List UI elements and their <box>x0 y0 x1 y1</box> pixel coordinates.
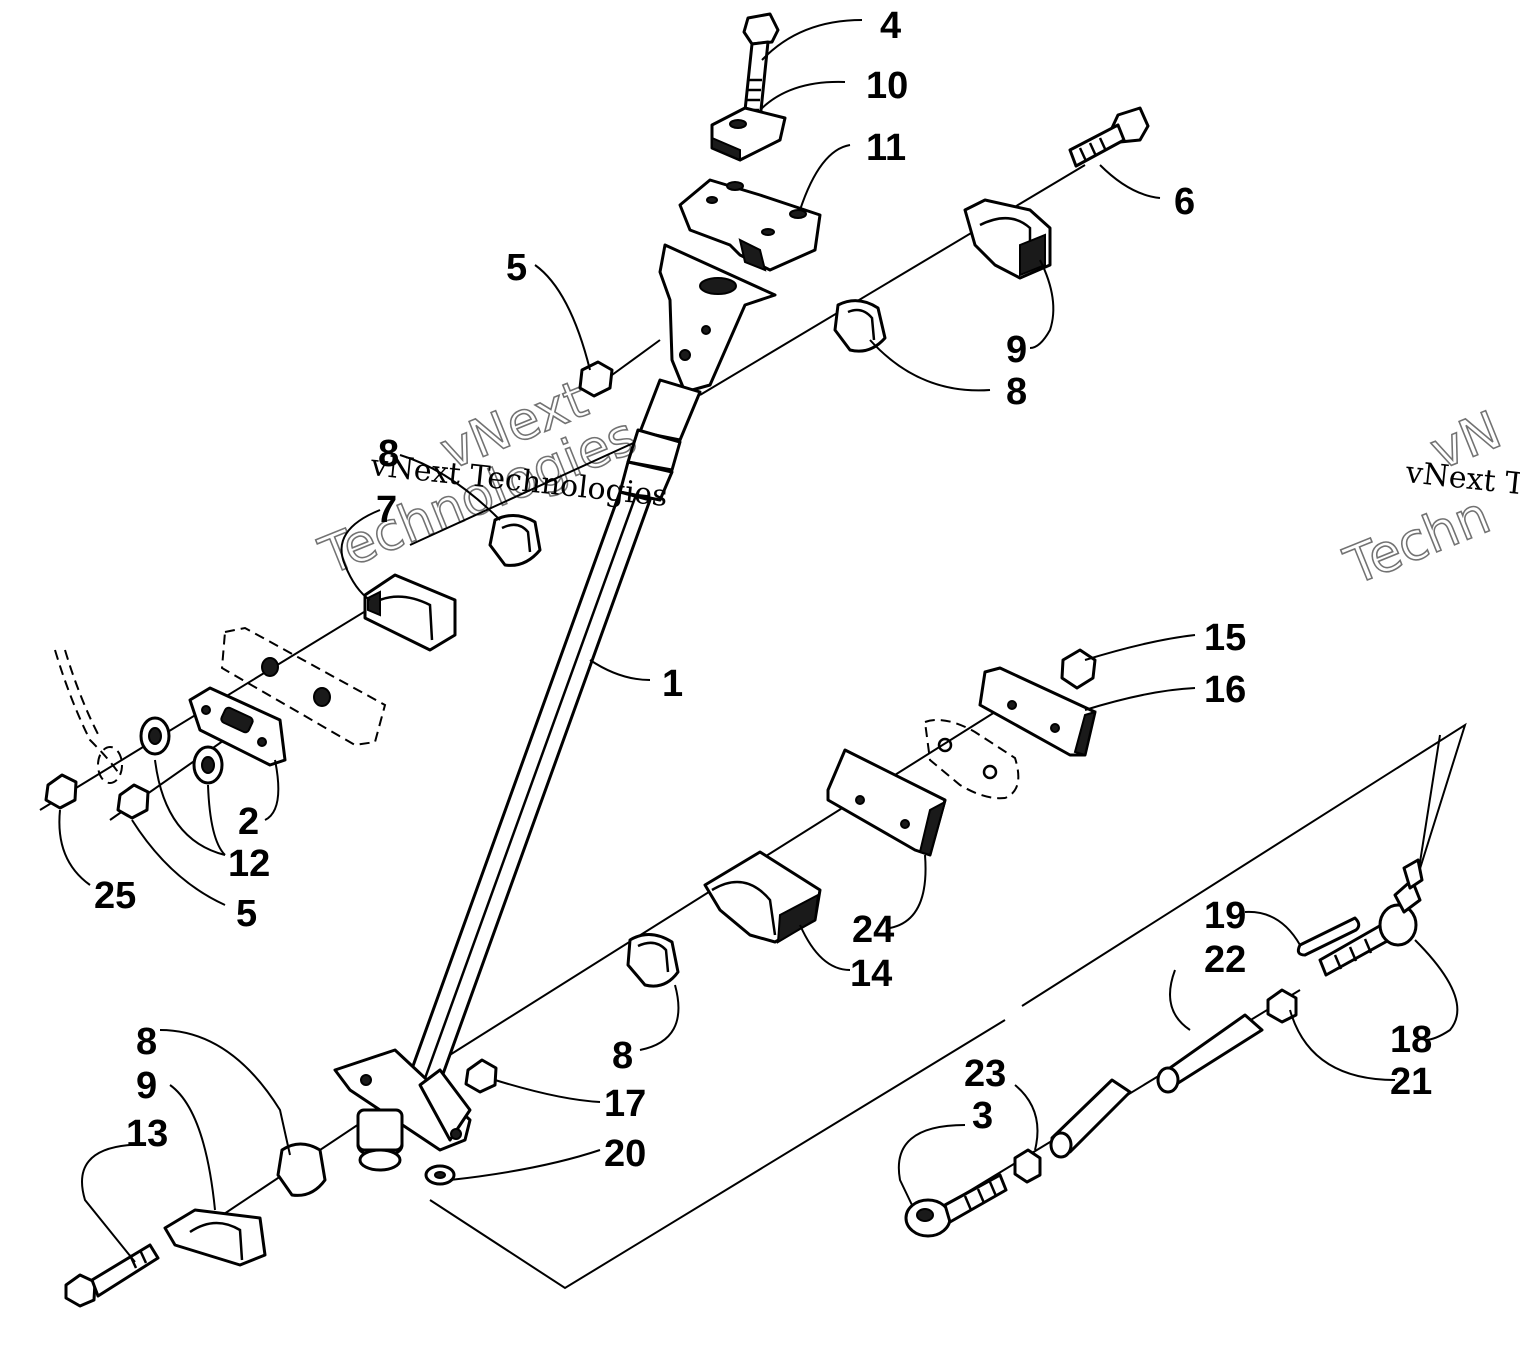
washer-20 <box>424 1164 456 1186</box>
callout-6: 6 <box>1174 181 1195 223</box>
block-7 <box>363 573 457 652</box>
callout-8-upper-left: 8 <box>378 433 399 475</box>
callout-9-top: 9 <box>1006 329 1027 371</box>
callout-10: 10 <box>866 65 908 107</box>
nut-15 <box>1060 648 1097 690</box>
callout-2: 2 <box>238 801 259 843</box>
nut-23 <box>1013 1148 1042 1184</box>
cap-10 <box>710 106 787 162</box>
clamp-2 <box>188 686 287 767</box>
callout-18: 18 <box>1390 1019 1432 1061</box>
callouts: 4 10 11 6 5 9 8 8 7 1 15 16 2 12 25 5 24… <box>94 5 1432 1175</box>
nut-5-top <box>578 339 661 398</box>
watermark-right: vN Techn vNext T <box>1336 400 1520 599</box>
nut-21 <box>1266 988 1298 1024</box>
callout-9-lower: 9 <box>136 1065 157 1107</box>
callout-3: 3 <box>972 1095 993 1137</box>
callout-20: 20 <box>604 1133 646 1175</box>
nut-17 <box>464 1058 498 1094</box>
callout-12: 12 <box>228 843 270 885</box>
callout-15: 15 <box>1204 617 1246 659</box>
callout-14: 14 <box>850 953 892 995</box>
callout-23: 23 <box>964 1053 1006 1095</box>
bushing-8-mid <box>626 933 680 988</box>
plate-16 <box>978 666 1097 757</box>
washers-12 <box>139 716 224 785</box>
callout-16: 16 <box>1204 669 1246 711</box>
bolt-4 <box>742 12 780 122</box>
callout-1: 1 <box>662 663 683 705</box>
callout-8-top: 8 <box>1006 371 1027 413</box>
bolt-13 <box>64 1243 160 1308</box>
bushing-8-top <box>833 299 887 353</box>
leader-lines <box>58 19 1459 1263</box>
callout-19: 19 <box>1204 895 1246 937</box>
dashed-plate-2 <box>923 719 1020 800</box>
callout-7: 7 <box>376 489 397 531</box>
callout-5-left: 5 <box>236 893 257 935</box>
tie-rod-end-18 <box>1318 858 1424 977</box>
tie-rod-end-3 <box>904 1173 1008 1238</box>
callout-13: 13 <box>126 1113 168 1155</box>
callout-21: 21 <box>1390 1061 1432 1103</box>
nuts-left <box>44 773 150 820</box>
callout-17: 17 <box>604 1083 646 1125</box>
plate-24 <box>826 748 947 857</box>
svg-text:vNext T: vNext T <box>1403 455 1520 502</box>
callout-11: 11 <box>866 127 906 169</box>
bolt-6 <box>1068 106 1150 168</box>
callout-22: 22 <box>1204 939 1246 981</box>
callout-24: 24 <box>852 909 894 951</box>
bushing-8-upper-left <box>488 514 542 567</box>
cable-dashed <box>54 649 123 784</box>
block-9-lower <box>163 1208 267 1267</box>
steering-post <box>333 243 777 1172</box>
block-14 <box>703 850 822 944</box>
block-9-top <box>963 198 1052 280</box>
callout-25: 25 <box>94 875 136 917</box>
bushing-8-lower <box>276 1142 327 1197</box>
dashed-plate <box>220 626 387 747</box>
bracket-11 <box>678 178 822 272</box>
cotter-pin-19 <box>1296 916 1361 957</box>
callout-4: 4 <box>880 5 901 47</box>
svg-text:Techn: Techn <box>1336 485 1498 597</box>
callout-5-top: 5 <box>506 247 527 289</box>
callout-8-mid: 8 <box>612 1035 633 1077</box>
callout-8-lower-left: 8 <box>136 1021 157 1063</box>
tie-rod-tube <box>1049 1013 1264 1159</box>
